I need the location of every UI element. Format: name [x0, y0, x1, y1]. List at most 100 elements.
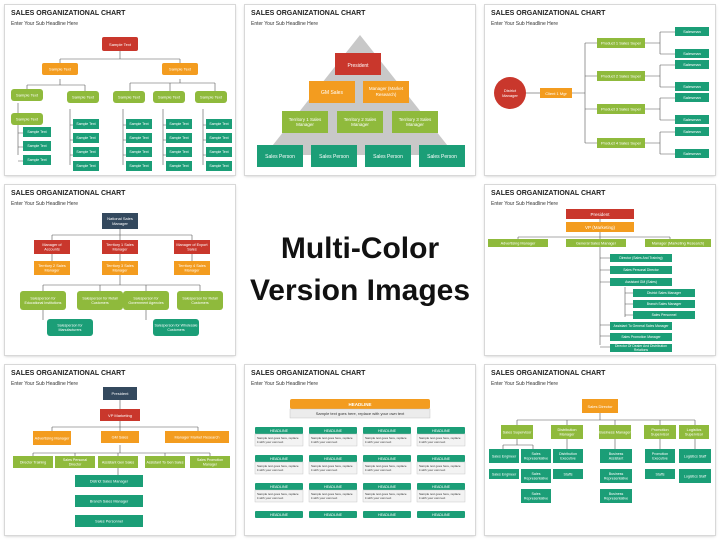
node-label: Sample Text [16, 116, 39, 121]
node-label: HEADLINE [324, 457, 343, 461]
node-president [566, 209, 634, 219]
node-col [521, 489, 551, 503]
node-list-item [633, 289, 695, 297]
slide-thumbnail-6[interactable]: SALES ORGANIZATIONAL CHART Enter Your Su… [5, 365, 235, 535]
node-level3 [11, 113, 43, 125]
headline-sample-box [289, 408, 431, 419]
node-label: Sample Text [129, 122, 148, 126]
cell-text-box [416, 489, 466, 503]
node-product-super [597, 38, 645, 48]
node-leaf [206, 133, 232, 143]
slide-thumbnail-4[interactable]: SALES ORGANIZATIONAL CHART Enter Your Su… [5, 185, 235, 355]
node-list-item [610, 344, 672, 352]
node-col [600, 469, 632, 483]
node-level3 [33, 431, 71, 445]
headline-bar [290, 399, 430, 409]
node-label: Sales Personal Director [623, 268, 659, 272]
center-title: Multi-Color Version Images [245, 185, 475, 355]
slide-thumbnail-3[interactable]: SALES ORGANIZATIONAL CHART Enter Your Su… [485, 5, 715, 175]
node-label: HEADLINE [324, 429, 343, 433]
node-top [102, 213, 138, 229]
node-label: Sales Person [427, 154, 457, 160]
slide-thumbnail-1[interactable]: SALES ORGANIZATIONAL CHART Enter Your Su… [5, 5, 235, 175]
node-list-item [610, 333, 672, 341]
node-leaf [166, 133, 192, 143]
node-top [582, 399, 618, 413]
node-level5 [47, 319, 93, 336]
node-president [335, 53, 381, 75]
node-label: Logistics Staff [684, 454, 706, 458]
slide-subtitle: Enter Your Sub Headline Here [11, 21, 78, 27]
slide-thumbnail-7[interactable]: SALES ORGANIZATIONAL CHART Enter Your Su… [245, 365, 475, 535]
slide-thumbnail-5[interactable]: SALES ORGANIZATIONAL CHART Enter Your Su… [485, 185, 715, 355]
node-label: Sales Engineer [492, 472, 517, 476]
node-col [553, 469, 583, 479]
node-col [521, 469, 551, 483]
node-level4 [145, 456, 185, 468]
cell-text-box [416, 433, 466, 447]
node-salesman [675, 60, 709, 69]
center-title-line-1: Multi-Color [280, 232, 440, 265]
node-leaf [126, 119, 152, 129]
cell-headline [363, 427, 411, 434]
node-col [679, 449, 711, 463]
node-label: Salesman [683, 117, 701, 122]
cell-text-box [362, 489, 412, 503]
node-label: HEADLINE [270, 485, 289, 489]
node-label: VP Marketing [108, 413, 132, 418]
node-label: Sample Text [169, 164, 188, 168]
node-leaf [73, 147, 99, 157]
node-chain [75, 515, 143, 527]
node-salesman [675, 127, 709, 136]
slide-thumbnail-8[interactable]: SALES ORGANIZATIONAL CHART Enter Your Su… [485, 365, 715, 535]
node-label: Product 3 Sales Super [601, 106, 642, 111]
node-salesman [675, 82, 709, 91]
node-label: Manager Market Research [175, 435, 220, 439]
node-label: HEADLINE [378, 485, 397, 489]
node-label: HEADLINE [324, 485, 343, 489]
org-chart-5: President VP (Marketing) Advertising Man… [488, 209, 711, 352]
slide-thumbnail-2[interactable]: SALES ORGANIZATIONAL CHART Enter Your Su… [245, 5, 475, 175]
node-label: Salesman [683, 84, 701, 89]
slide-subtitle: Enter Your Sub Headline Here [11, 381, 78, 387]
node-list-item [610, 278, 672, 286]
node-level4 [177, 291, 223, 310]
node-label: Sales Supervisor [503, 430, 532, 434]
node-col [553, 449, 583, 463]
node-leaf [166, 119, 192, 129]
cell-headline [363, 455, 411, 462]
slide-title: SALES ORGANIZATIONAL CHART [251, 370, 366, 377]
node-label: Sample Text [209, 150, 228, 154]
cell-headline [309, 511, 357, 518]
node-label: Sample Text [200, 94, 223, 99]
node-level3 [645, 239, 711, 247]
node-label: Sample Text [76, 122, 95, 126]
node-vp [100, 409, 140, 421]
node-leaf [166, 147, 192, 157]
node-salesman [675, 93, 709, 102]
node-level4 [20, 291, 66, 310]
node-label: Salesman [683, 129, 701, 134]
node-leaf [126, 133, 152, 143]
node-level4 [77, 291, 123, 310]
node-territory [337, 111, 383, 133]
node-col [600, 449, 632, 463]
node-chain [75, 495, 143, 507]
